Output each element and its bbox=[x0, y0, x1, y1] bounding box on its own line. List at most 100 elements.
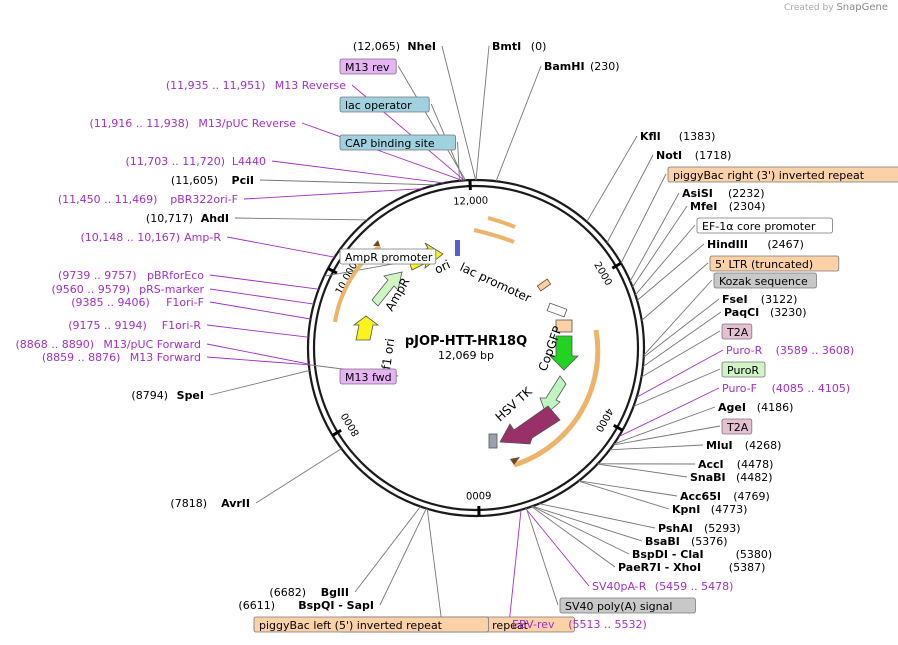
leader-line bbox=[531, 506, 616, 568]
site-position: (9385 .. 9406) bbox=[71, 296, 150, 309]
leader-lines bbox=[206, 45, 724, 625]
tick-label: 8000 bbox=[340, 411, 363, 438]
site-position: (0) bbox=[531, 40, 547, 53]
piggybac-left-arc-head bbox=[510, 457, 520, 465]
leader-line bbox=[531, 505, 630, 555]
site-position: (6611) bbox=[238, 599, 275, 612]
site-label: Puro-F(4085 .. 4105) bbox=[722, 382, 850, 395]
site-name: SnaBI bbox=[690, 471, 726, 484]
site-name: HindIII bbox=[707, 238, 748, 251]
site-position: (11,605) bbox=[171, 174, 218, 187]
site-label: SnaBI (4482) bbox=[690, 471, 773, 484]
site-label: FseI(3122) bbox=[722, 293, 797, 306]
plasmid-name: pJOP-HTT-HR18Q bbox=[405, 334, 527, 349]
leader-line bbox=[354, 506, 421, 593]
feature-label-f1-ori: f1 ori bbox=[379, 337, 397, 370]
site-name: FseI bbox=[722, 293, 748, 306]
site-position: (4482) bbox=[736, 471, 773, 484]
watermark: Created by SnapGene bbox=[784, 2, 888, 13]
site-position: (1718) bbox=[695, 149, 732, 162]
site-name: SpeI bbox=[177, 389, 204, 402]
lac-operator-mark bbox=[455, 240, 460, 256]
site-position: (3230) bbox=[770, 306, 807, 319]
leader-line bbox=[539, 503, 656, 529]
site-position: (230) bbox=[590, 60, 620, 73]
site-position: (9739 .. 9757) bbox=[58, 269, 137, 282]
backbone-inner-ring bbox=[312, 184, 640, 512]
leader-line bbox=[397, 65, 466, 181]
site-label: NheI(12,065) bbox=[353, 40, 436, 53]
site-position: (9175 .. 9194) bbox=[68, 319, 147, 332]
feature-box-label-box bbox=[721, 418, 753, 435]
piggybac-left-arc bbox=[513, 329, 601, 468]
site-label: AccI(4478) bbox=[698, 458, 773, 471]
site-label: Puro-R(3589 .. 3608) bbox=[726, 344, 854, 357]
feature-label-lac-promoter: lac promoter bbox=[458, 260, 534, 305]
leader-line bbox=[426, 508, 443, 625]
feature-box-label: M13 rev bbox=[345, 61, 390, 74]
feature-label-hsv-tk: HSV TK bbox=[493, 384, 536, 425]
leader-line bbox=[475, 45, 490, 181]
site-label: F1ori-F (9385 .. 9406) bbox=[71, 296, 204, 309]
site-name: M13 Forward bbox=[130, 351, 201, 364]
site-label: Acc65I(4769) bbox=[680, 490, 770, 503]
t2a-mark bbox=[555, 319, 573, 333]
site-label: AvrII(7818) bbox=[170, 497, 250, 510]
leader-line bbox=[234, 217, 368, 221]
site-position: (8868 .. 8890) bbox=[15, 338, 94, 351]
site-position: (2232) bbox=[728, 187, 765, 200]
leader-line bbox=[209, 288, 314, 305]
leader-line bbox=[532, 505, 643, 542]
leader-line bbox=[578, 480, 678, 497]
tick-mark bbox=[327, 267, 338, 275]
site-label: BamHI(230) bbox=[544, 60, 620, 73]
site-label: NotI(1718) bbox=[656, 149, 731, 162]
site-name: BspQI - SapI bbox=[298, 599, 374, 612]
site-label: pBR322ori-F(11,450 .. 11,469) bbox=[58, 193, 238, 206]
site-name: Acc65I bbox=[680, 490, 721, 503]
site-position: (4268) bbox=[745, 439, 782, 452]
feature-box-label-box bbox=[696, 217, 833, 234]
site-position: (5513 .. 5532) bbox=[568, 618, 647, 631]
tick-mark bbox=[611, 261, 622, 270]
feature-box-label: Kozak sequence bbox=[719, 275, 808, 288]
site-name: pBR322ori-F bbox=[170, 193, 238, 206]
copgfp-arrow bbox=[549, 335, 579, 371]
site-name: F1ori-F bbox=[166, 296, 204, 309]
site-position: (5380) bbox=[736, 548, 773, 561]
site-label: BspDI - ClaI(5380) bbox=[632, 548, 772, 561]
leader-line bbox=[642, 311, 722, 367]
site-position: (4478) bbox=[737, 458, 774, 471]
site-position: (3589 .. 3608) bbox=[776, 344, 855, 357]
leader-line bbox=[525, 508, 590, 587]
labels-right: BmtI(0)BamHI(230)KflI(1383)NotI(1718)pig… bbox=[492, 40, 898, 631]
leader-line bbox=[618, 387, 720, 438]
feature-box-label: EF-1α core promoter bbox=[702, 220, 816, 233]
site-name: PshAI bbox=[658, 522, 693, 535]
site-position: (9560 .. 9579) bbox=[51, 283, 130, 296]
leader-line bbox=[206, 356, 309, 366]
feature-box-label-box bbox=[339, 368, 397, 385]
feature-box-label-box bbox=[339, 134, 456, 151]
leader-line bbox=[629, 192, 680, 282]
leader-line bbox=[271, 160, 445, 184]
f1-ori-arrow bbox=[352, 315, 380, 341]
site-label: PshAI(5293) bbox=[658, 522, 741, 535]
feature-label-ori: ori bbox=[432, 257, 452, 276]
site-position: (8794) bbox=[131, 389, 168, 402]
leader-line bbox=[206, 324, 309, 338]
leader-line bbox=[636, 349, 724, 398]
leader-line bbox=[613, 425, 721, 446]
site-position: (4773) bbox=[711, 503, 748, 516]
site-name: KpnI bbox=[672, 503, 700, 516]
leader-line bbox=[379, 508, 427, 606]
leader-line bbox=[255, 448, 342, 504]
leader-line bbox=[643, 279, 713, 356]
feature-box-label-box bbox=[559, 597, 696, 614]
leader-line bbox=[632, 205, 688, 288]
leader-line bbox=[643, 298, 720, 358]
ampr-promoter-arc-head bbox=[373, 240, 380, 246]
leader-line bbox=[206, 343, 309, 365]
site-position: (10,717) bbox=[146, 212, 193, 225]
